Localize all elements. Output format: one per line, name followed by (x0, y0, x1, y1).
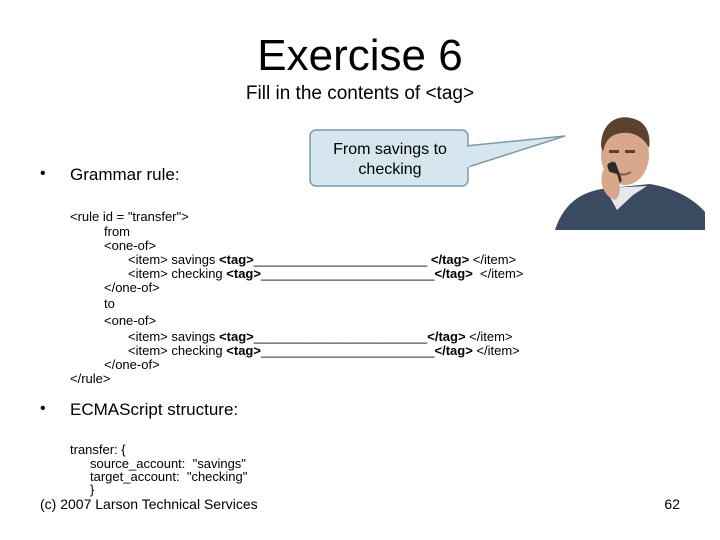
grammar-line: to (104, 296, 115, 311)
fill-in-blank: ________________________ (260, 343, 435, 358)
grammar-line: </one-of> (104, 280, 160, 295)
fill-in-blank: ________________________ (253, 329, 428, 344)
ecmascript-label: ECMAScript structure: (70, 400, 239, 419)
fill-in-blank: ________________________ (253, 252, 428, 267)
ecma-line: target_account: "checking" (90, 469, 248, 484)
callout-text: From savings to checking (333, 141, 447, 178)
grammar-line: <item> checking <tag>___________________… (128, 343, 520, 358)
bullet-marker: • (40, 165, 46, 182)
grammar-line: <one-of> (104, 313, 157, 328)
fill-in-blank: ________________________ (260, 266, 435, 281)
callout-bubble (309, 129, 566, 187)
grammar-line: from (104, 224, 130, 239)
ecma-line: source_account: "savings" (90, 456, 246, 471)
slide-subtitle: Fill in the contents of <tag> (245, 83, 475, 104)
grammar-line: <rule id = "transfer"> (70, 209, 189, 224)
grammar-line: <item> savings <tag>____________________… (128, 329, 513, 344)
footer-copyright: (c) 2007 Larson Technical Services (40, 496, 258, 512)
slide-title: Exercise 6 (257, 31, 463, 80)
grammar-line: <one-of> (104, 238, 157, 253)
ecma-line: } (90, 482, 95, 497)
grammar-line: </rule> (70, 371, 111, 386)
grammar-line: <item> savings <tag>____________________… (128, 252, 517, 267)
grammar-line: <item> checking <tag>___________________… (128, 266, 524, 281)
grammar-rule-label: Grammar rule: (70, 165, 180, 184)
man-on-phone-image (555, 117, 705, 230)
page-number: 62 (664, 496, 680, 512)
grammar-line: </one-of> (104, 357, 160, 372)
bullet-marker: • (40, 400, 46, 417)
ecma-line: transfer: { (70, 442, 126, 457)
